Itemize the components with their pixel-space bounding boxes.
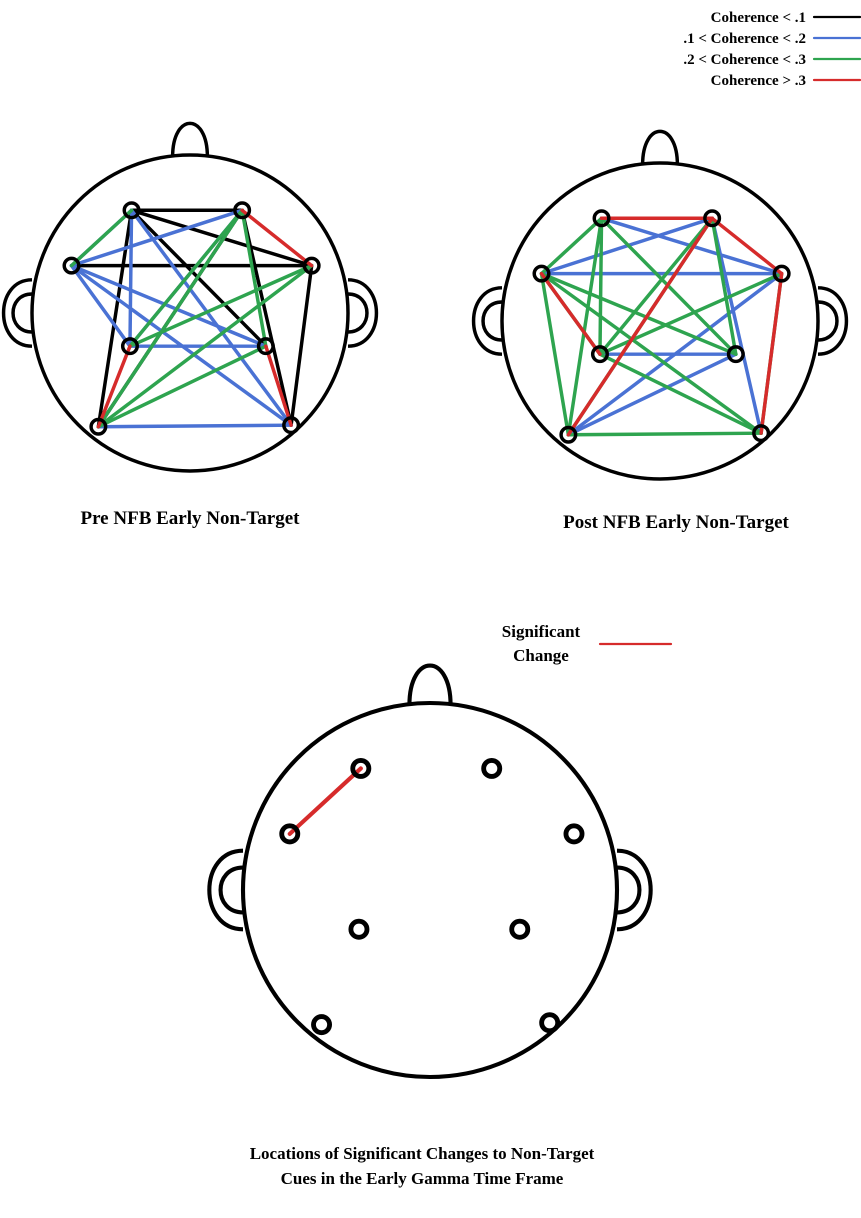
right-ear-icon [817,286,849,356]
connection-line-e1-e8 [129,208,293,427]
connection-line-e3-e2 [69,208,244,268]
nose-icon [170,121,210,157]
electrode-e5 [590,345,609,364]
connection-line-e5-e8 [598,352,763,435]
electrode-e4 [772,264,791,283]
connection-line-e1-e4 [599,216,784,276]
connection-line-e4-e5 [128,263,314,348]
connection-line-e2-e6 [240,208,268,348]
connection-line-e2-e7 [96,208,244,429]
nose-icon [407,663,453,705]
connection-line-e2-e5 [128,208,244,348]
legend-label-4: Coherence > .3 [711,73,806,89]
pre-nfb-electrodes [62,201,321,436]
connection-line-e3-e6 [69,263,268,348]
change-caption-line2: Cues in the Early Gamma Time Frame [281,1169,564,1188]
connection-line-e7-e8 [566,431,763,437]
electrode-e2 [703,209,722,228]
connection-line-e1-e7 [566,216,604,437]
electrode-e8 [752,424,771,443]
legend-label-1: Coherence < .1 [711,10,806,26]
connection-line-e1-e4 [129,208,314,268]
significant-change-head-map [207,663,653,1080]
head-outline [240,700,620,1080]
connection-line-e6-e8 [264,344,293,427]
connection-line-e1-e3 [539,216,604,276]
significant-change-connections [287,766,363,836]
connection-line-e2-e8 [710,216,763,435]
connection-line-e2-e4 [240,208,314,268]
significant-change-electrodes [279,757,585,1036]
electrode-e6 [509,918,531,940]
head-outline [500,161,820,481]
connection-line-e3-e6 [539,271,738,356]
electrode-e4 [563,823,585,845]
connection-line-e1-e5 [128,208,134,348]
electrode-e6 [726,345,745,364]
legend-label-3: .2 < Coherence < .3 [683,52,806,68]
pre-nfb-head-map [1,121,379,473]
legend-label-2: .1 < Coherence < .2 [683,31,806,47]
significance-label-line2: Change [513,646,569,665]
connection-line-e7-e6 [566,352,738,437]
connection-line-e1-e5 [598,216,604,356]
significance-legend: Significant Change [502,622,673,665]
electrode-e3 [532,264,551,283]
electrode-e6 [256,337,275,356]
electrode-e7 [559,425,578,444]
electrode-e7 [89,417,108,436]
post-nfb-head-map [471,129,849,481]
electrode-e5 [348,918,370,940]
electrode-e3 [62,256,81,275]
connection-line-e4-e8 [289,263,314,427]
electrode-e4 [302,256,321,275]
connection-line-e3-e7 [539,271,571,437]
change-caption-line1: Locations of Significant Changes to Non-… [250,1144,595,1163]
electrode-e8 [539,1012,561,1034]
connection-line-e5-e7 [96,344,132,429]
right-ear-icon [347,278,379,348]
head-outline [30,153,350,473]
post-nfb-electrodes [532,209,791,444]
electrode-e1 [350,757,372,779]
connection-line-e6-e7 [96,344,268,429]
electrode-e3 [279,823,301,845]
right-ear-icon [616,848,653,932]
connection-line-e4-e8 [759,271,784,435]
connection-line-e7-e8 [96,423,293,429]
connection-line-e2-e4 [710,216,784,276]
electrode-e1 [122,201,141,220]
pre-nfb-connections [69,208,314,429]
significance-label-line1: Significant [502,622,581,641]
post-nfb-caption: Post NFB Early Non-Target [563,512,789,533]
connection-line-e3-e5 [69,263,132,348]
connection-line-e1-e3 [287,766,363,836]
electrode-e8 [282,416,301,435]
electrode-e1 [592,209,611,228]
connection-line-e2-e5 [598,216,714,356]
connection-line-e3-e5 [539,271,602,356]
post-nfb-connections [539,216,784,437]
connection-line-e1-e3 [69,208,134,268]
pre-nfb-caption: Pre NFB Early Non-Target [80,508,300,529]
coherence-legend: Coherence < .1 .1 < Coherence < .2 .2 < … [683,10,861,89]
electrode-e5 [120,337,139,356]
nose-icon [640,129,680,165]
left-ear-icon [1,278,33,348]
connection-line-e2-e7 [566,216,714,437]
electrode-e2 [233,201,252,220]
connection-line-e2-e6 [710,216,738,356]
electrode-e7 [311,1014,333,1036]
connection-line-e3-e8 [539,271,763,435]
electrode-e2 [481,757,503,779]
connection-line-e4-e7 [96,263,314,429]
connection-line-e1-e7 [96,208,134,429]
left-ear-icon [207,848,244,932]
left-ear-icon [471,286,503,356]
